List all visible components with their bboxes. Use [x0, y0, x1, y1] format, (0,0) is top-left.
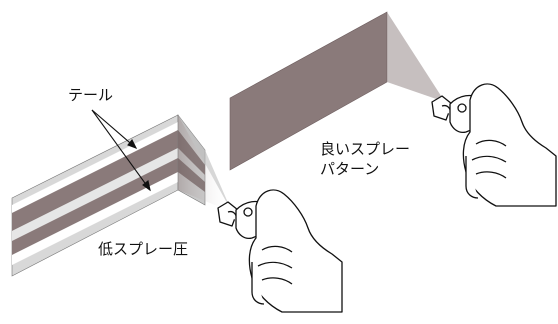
good-pattern-side — [387, 12, 445, 102]
good-pattern — [229, 11, 445, 171]
label-low-pressure: 低スプレー圧 — [98, 240, 189, 258]
label-good-pattern-line2: パターン — [320, 160, 380, 178]
label-tails: テール — [68, 86, 114, 104]
label-good-pattern-line1: 良いスプレー — [320, 140, 411, 158]
band-stripe-bottom — [12, 172, 178, 265]
spray-fan-left-side — [178, 115, 232, 212]
tails-arrows — [91, 109, 151, 192]
band-stripe-top — [12, 122, 178, 213]
spray-gun-hand-left — [217, 189, 343, 313]
band-stripe-dark-2 — [12, 158, 178, 255]
band-stripe-dark-1 — [12, 130, 178, 231]
spray-gun-hand-right — [431, 83, 557, 207]
